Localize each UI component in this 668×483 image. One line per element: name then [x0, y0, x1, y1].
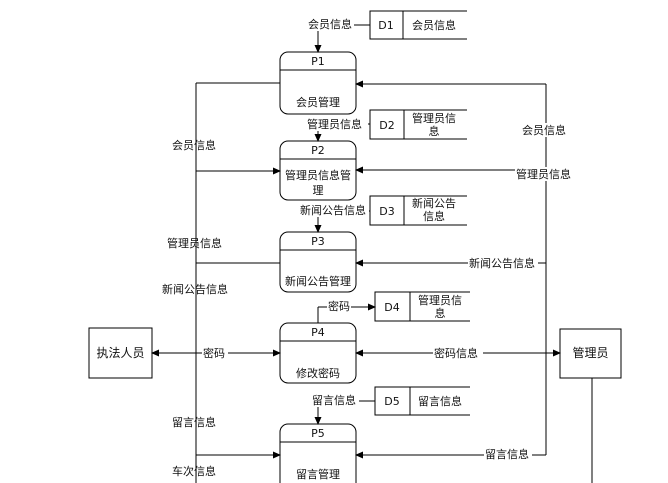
- process-p5-id: P5: [311, 427, 325, 440]
- process-p4-id: P4: [311, 326, 325, 339]
- entity-law-enforcement: 执法人员: [88, 327, 153, 379]
- entity-admin: 管理员: [559, 328, 622, 379]
- store-d1: D1 会员信息: [369, 10, 467, 40]
- process-p2-id: P2: [311, 144, 325, 157]
- right-bus: [355, 80, 593, 483]
- flow-left-p4-label: 密码: [203, 346, 225, 360]
- flow-right-p1-label: 会员信息: [522, 123, 566, 137]
- store-d4-name-line1: 管理员信: [418, 293, 462, 307]
- store-d2-id: D2: [379, 119, 394, 132]
- process-p2: P2 管理员信息管 理: [279, 140, 357, 201]
- store-d3-name-line1: 新闻公告: [412, 196, 456, 210]
- flow-d2-p2-label: 管理员信息: [307, 117, 362, 131]
- left-flow-labels: 会员信息 管理员信息 新闻公告信息 密码 留言信息 车次信息: [162, 138, 228, 478]
- flow-d3-p3: 新闻公告信息: [299, 203, 370, 233]
- store-d4-name-line2: 息: [435, 306, 446, 320]
- process-p1: P1 会员管理: [279, 51, 357, 115]
- process-p5: P5 留言管理: [279, 423, 357, 483]
- store-d5-name: 留言信息: [418, 394, 462, 408]
- entity-right-label: 管理员: [572, 345, 608, 360]
- flow-d5-p5: 留言信息: [311, 393, 375, 425]
- store-d5-id: D5: [384, 395, 399, 408]
- store-d4: D4 管理员信 息: [374, 291, 470, 322]
- process-p3-id: P3: [311, 235, 325, 248]
- flow-right-p2-label: 管理员信息: [516, 167, 571, 181]
- store-d1-name: 会员信息: [412, 18, 456, 32]
- flow-left-p2-label: 管理员信息: [167, 236, 222, 250]
- flow-d5-p5-label: 留言信息: [312, 393, 356, 407]
- flow-d3-p3-label: 新闻公告信息: [300, 203, 366, 217]
- process-p1-name: 会员管理: [296, 95, 340, 109]
- flow-left-p1-label: 会员信息: [172, 138, 216, 152]
- store-d3: D3 新闻公告 信息: [369, 195, 467, 226]
- flow-p4-d4-label: 密码: [328, 299, 350, 313]
- entity-left-label: 执法人员: [96, 346, 144, 360]
- store-d2: D2 管理员信 息: [369, 109, 467, 140]
- right-flow-labels: 会员信息 管理员信息 新闻公告信息 密码信息 留言信息: [433, 123, 577, 461]
- flow-p4-d4: 密码: [317, 299, 376, 323]
- flow-left-p5b-label: 车次信息: [172, 464, 216, 478]
- process-p3-name: 新闻公告管理: [285, 274, 351, 288]
- process-p5-name: 留言管理: [296, 467, 340, 481]
- process-p4: P4 修改密码: [279, 322, 357, 384]
- process-p4-name: 修改密码: [296, 366, 340, 380]
- store-d3-id: D3: [379, 205, 394, 218]
- store-d4-id: D4: [384, 301, 399, 314]
- flow-right-p5-label: 留言信息: [485, 447, 529, 461]
- flow-d2-p2: 管理员信息: [306, 117, 370, 142]
- store-d2-name-line1: 管理员信: [412, 111, 456, 125]
- process-p1-id: P1: [311, 55, 325, 68]
- process-p3: P3 新闻公告管理: [279, 231, 357, 293]
- store-d1-id: D1: [378, 19, 393, 32]
- left-bus: [151, 82, 281, 483]
- flow-d1-p1: 会员信息: [306, 17, 370, 53]
- flow-right-p3-label: 新闻公告信息: [469, 256, 535, 270]
- flow-d1-p1-label: 会员信息: [308, 17, 352, 31]
- store-d5: D5 留言信息: [374, 386, 470, 416]
- store-d3-name-line2: 信息: [423, 209, 445, 223]
- process-p2-name-line2: 理: [313, 184, 324, 197]
- flow-left-p3-label: 新闻公告信息: [162, 282, 228, 296]
- process-p2-name-line1: 管理员信息管: [285, 168, 351, 182]
- flow-right-p4-label: 密码信息: [434, 346, 478, 360]
- store-d2-name-line2: 息: [429, 124, 440, 138]
- flow-left-p5a-label: 留言信息: [172, 415, 216, 429]
